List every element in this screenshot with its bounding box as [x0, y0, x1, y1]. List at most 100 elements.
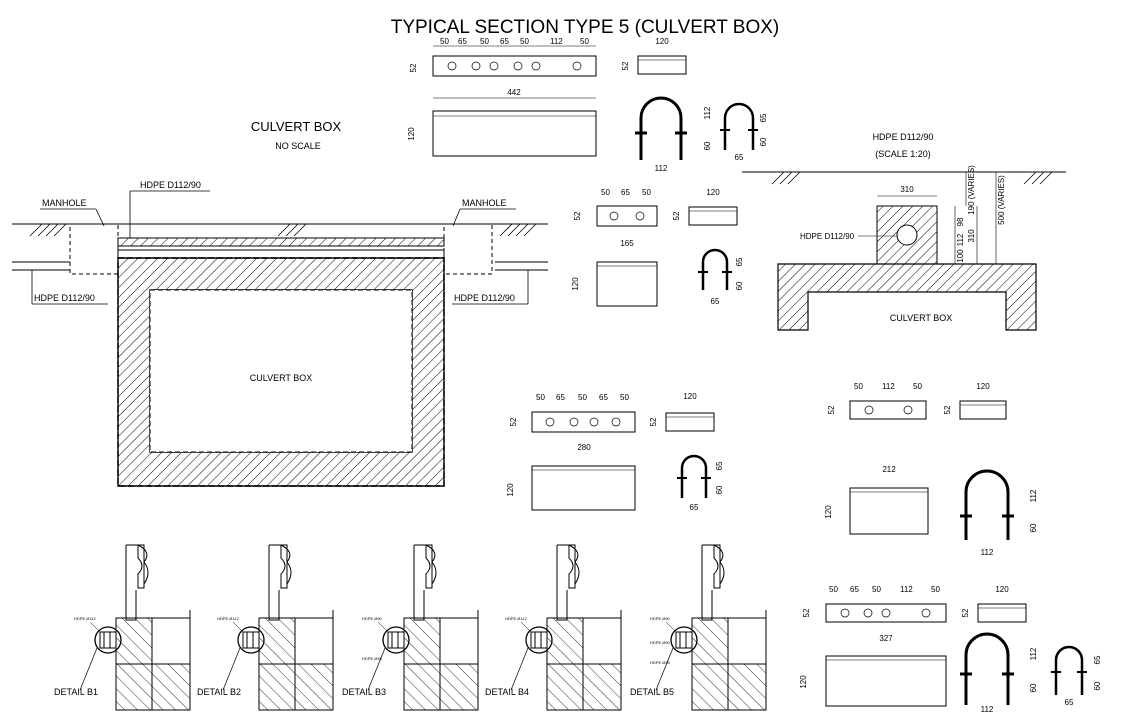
p5-dim-2: 50	[872, 585, 881, 594]
p1-dim-5: 112	[550, 37, 563, 46]
ubolt-5-small: 65 65 60	[1051, 645, 1102, 707]
detail-b4-label: DETAIL B4	[485, 687, 529, 697]
dim-98: 98	[956, 217, 965, 226]
plate-3-long: 280 120	[506, 443, 636, 511]
p5-dim-0: 50	[829, 585, 838, 594]
us3-h: 65	[715, 461, 724, 470]
p5-dim-4: 50	[931, 585, 940, 594]
hdpe-left-label: HDPE D112/90	[34, 293, 95, 303]
p2-h: 52	[573, 211, 582, 220]
ubolt-1-small: 65 65 60	[720, 102, 768, 162]
right-scale: (SCALE 1:20)	[875, 149, 931, 159]
p2-side-h: 52	[672, 211, 681, 220]
p3-h: 52	[509, 417, 518, 426]
plate-4-long: 212 120	[824, 465, 929, 535]
detail-b2-pipe-label: HDPE Ø112	[217, 616, 239, 621]
p5-h: 52	[802, 608, 811, 617]
dim-500: 500 (VARIES)	[997, 175, 1006, 225]
p4-len-h: 120	[824, 505, 833, 519]
us5-w: 65	[1065, 698, 1074, 707]
ub5-h: 112	[1029, 647, 1038, 660]
p4-dim-0: 50	[854, 382, 863, 391]
us1-h: 65	[759, 113, 768, 122]
p5-side-w: 120	[995, 585, 1009, 594]
dim-112-r: 112	[956, 233, 965, 246]
p2-side-w: 120	[706, 188, 720, 197]
page-title: TYPICAL SECTION TYPE 5 (CULVERT BOX)	[391, 17, 780, 38]
p1-dim-2: 50	[480, 37, 489, 46]
p2-len-h: 120	[571, 277, 580, 291]
p3-dim-2: 50	[578, 393, 587, 402]
ubolt-1-big: 112 112 60	[635, 96, 712, 173]
left-box-label: CULVERT BOX	[250, 373, 313, 383]
us1-w: 65	[735, 153, 744, 162]
p3-dim-1: 65	[556, 393, 565, 402]
detail-b1-label: DETAIL B1	[54, 687, 98, 697]
detail-extra-label-1: HDPE Ø45	[650, 660, 671, 665]
detail-b4-pipe-label: HDPE Ø112	[505, 616, 527, 621]
detail-extra-label-2: HDPE Ø90	[650, 640, 671, 645]
p2-dim-1: 65	[621, 188, 630, 197]
ub1-w: 112	[655, 164, 668, 173]
p1-dim-1: 65	[458, 37, 467, 46]
p4-len: 212	[882, 465, 896, 474]
p3-len-h: 120	[506, 483, 515, 497]
p1-dim-0: 50	[440, 37, 449, 46]
hdpe-top-label: HDPE D112/90	[140, 180, 201, 190]
detail-extra-label-0: HDPE Ø45	[362, 656, 383, 661]
us3-60: 60	[715, 485, 724, 494]
p1-dim-3: 65	[500, 37, 509, 46]
plate-4-side: 120 52	[943, 382, 1007, 420]
plate-1-top: 50 65 50 65 50 112 50 52	[409, 37, 597, 77]
p5-dim-3: 112	[900, 585, 913, 594]
p4-dim-1: 112	[882, 382, 895, 391]
us5-60: 60	[1093, 681, 1102, 690]
ub5-w: 112	[981, 705, 994, 714]
left-subheading: NO SCALE	[275, 141, 321, 151]
ubolt-3-small: 65 65 60	[677, 454, 724, 512]
plate-4-top: 50 112 50 52	[827, 382, 927, 420]
plate-5-top: 50 65 50 112 50 52	[802, 585, 947, 623]
plate-3-top: 50 65 50 65 50 52	[509, 393, 636, 433]
p3-len: 280	[577, 443, 591, 452]
p1-side-h: 52	[621, 61, 630, 70]
p4-dim-2: 50	[913, 382, 922, 391]
us1-60: 60	[759, 137, 768, 146]
us3-w: 65	[690, 503, 699, 512]
p3-dim-0: 50	[536, 393, 545, 402]
p5-side-h: 52	[961, 608, 970, 617]
p1-side-w: 120	[655, 37, 669, 46]
ub1-h: 112	[703, 106, 712, 119]
p1-dim-4: 50	[520, 37, 529, 46]
detail-b1-pipe-label: HDPE Ø112	[74, 616, 96, 621]
dim-100: 100	[956, 249, 965, 263]
plate-1-long: 442 120	[407, 88, 597, 157]
plate-2-side: 120 52	[672, 188, 738, 226]
p1-h: 52	[409, 63, 418, 72]
detail-b3-label: DETAIL B3	[342, 687, 386, 697]
ubolt-2-small: 65 65 60	[698, 248, 744, 306]
dim-190: 190 (VARIES)	[967, 165, 976, 215]
p4-h: 52	[827, 405, 836, 414]
us5-h: 65	[1093, 655, 1102, 664]
manhole-right-label: MANHOLE	[462, 198, 507, 208]
us2-w: 65	[711, 297, 720, 306]
ub4-w: 112	[981, 548, 994, 557]
right-culvert-section: HDPE D112/90 (SCALE 1:20) 310 HDPE D112/…	[742, 132, 1066, 331]
plate-3-side: 120 52	[649, 392, 715, 432]
detail-b3-pipe-label: HDPE Ø90	[362, 616, 383, 621]
ub1-60: 60	[703, 141, 712, 150]
left-heading: CULVERT BOX	[251, 119, 342, 134]
plate-2-long: 165 120	[571, 239, 658, 307]
dim-310-side: 310	[967, 229, 976, 243]
ub5-60: 60	[1029, 683, 1038, 692]
ub4-h: 112	[1029, 489, 1038, 502]
p4-side-h: 52	[943, 405, 952, 414]
